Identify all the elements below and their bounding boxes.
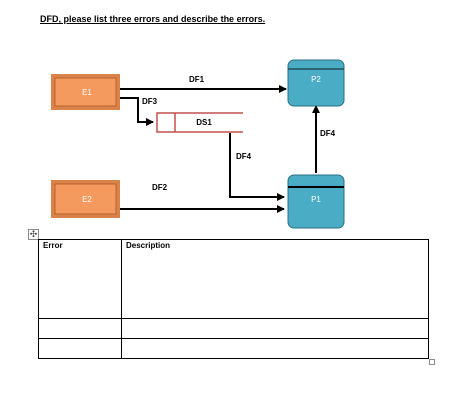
page-heading: DFD, please list three errors and descri… <box>40 14 266 24</box>
table-cell-error[interactable] <box>38 318 122 340</box>
process-p2: P2 <box>287 59 345 107</box>
table-row <box>38 318 429 340</box>
dfd-diagram: E1 E2 P2 P1 DS1 DF1 DF2 DF3 DF4 DF4 <box>51 59 345 229</box>
flow-df2-label: DF2 <box>152 183 168 192</box>
entity-e1-label: E1 <box>82 88 92 97</box>
entity-e2-label: E2 <box>82 195 92 204</box>
flow-df4-ds-label: DF4 <box>236 152 252 161</box>
data-store-ds1: DS1 <box>156 112 243 133</box>
flow-df3-label: DF3 <box>142 97 158 106</box>
table-move-handle[interactable]: ✣ <box>28 229 39 240</box>
data-store-ds1-label: DS1 <box>196 118 212 127</box>
flow-df4-ds-arrow <box>229 133 285 201</box>
process-p2-label: P2 <box>311 75 321 84</box>
entity-e2: E2 <box>51 180 120 218</box>
flow-df1-label: DF1 <box>189 75 205 84</box>
process-p1-label: P1 <box>311 195 321 204</box>
table-cell-description[interactable] <box>121 318 429 340</box>
entity-e1: E1 <box>51 74 120 110</box>
table-cell-error[interactable] <box>38 338 122 359</box>
table-header-description[interactable]: Description <box>121 238 429 320</box>
table-header-error[interactable]: Error <box>38 238 122 320</box>
table-resize-handle[interactable] <box>429 359 435 365</box>
flow-df3-arrow <box>120 97 154 126</box>
flow-df4-p1-label: DF4 <box>320 129 336 138</box>
process-p1: P1 <box>287 174 345 229</box>
errors-table: Error Description <box>38 238 429 359</box>
table-row <box>38 338 429 359</box>
table-header-row: Error Description <box>38 238 429 320</box>
table-cell-description[interactable] <box>121 338 429 359</box>
